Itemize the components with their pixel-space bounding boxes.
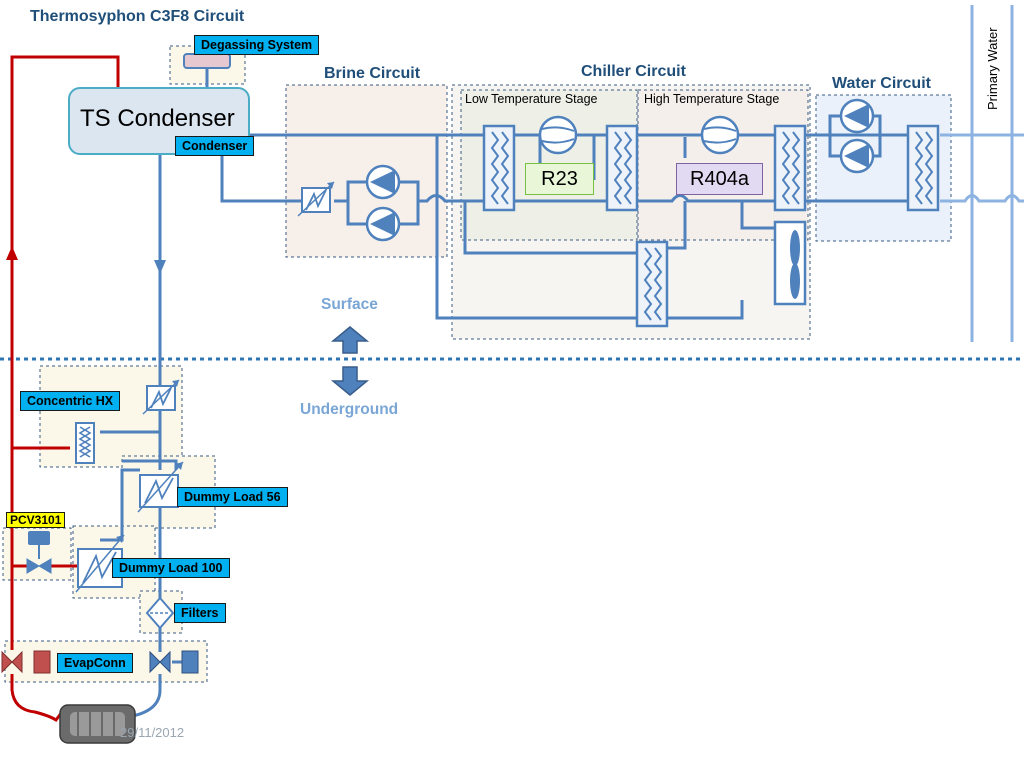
compressor-high-icon bbox=[700, 115, 740, 155]
concentric-hx-tag: Concentric HX bbox=[20, 391, 121, 411]
concentric-hx-icon bbox=[75, 422, 95, 464]
condenser-tag: Condenser bbox=[175, 136, 255, 156]
filter-icon bbox=[145, 596, 175, 630]
surface-label: Surface bbox=[321, 296, 378, 313]
r23-refrigerant-box: R23 bbox=[525, 163, 594, 195]
evapconn-red-valve-icon bbox=[1, 650, 51, 674]
low-stage-hx-right bbox=[605, 124, 639, 212]
dummy-load-100-tag: Dummy Load 100 bbox=[112, 558, 230, 578]
concentric-heater-icon bbox=[142, 379, 180, 415]
high-temperature-stage-label: High Temperature Stage bbox=[644, 92, 780, 106]
filters-tag: Filters bbox=[174, 603, 226, 623]
brine-pump-1-icon bbox=[365, 164, 401, 200]
intermediate-hx bbox=[635, 240, 669, 328]
pcv-valve-icon bbox=[26, 531, 52, 574]
chiller-circuit-label: Chiller Circuit bbox=[581, 63, 686, 80]
water-circuit-label: Water Circuit bbox=[832, 75, 931, 92]
degassing-system-tag: Degassing System bbox=[194, 35, 320, 55]
primary-water-lines bbox=[940, 5, 1024, 342]
brine-circuit-label: Brine Circuit bbox=[324, 65, 421, 82]
low-stage-hx-left bbox=[482, 124, 516, 212]
footer-date: 29/11/2012 bbox=[120, 725, 185, 740]
ts-condenser-label: TS Condenser bbox=[80, 105, 235, 132]
diagram-title: Thermosyphon C3F8 Circuit bbox=[30, 8, 245, 25]
water-pump-2-icon bbox=[839, 138, 875, 174]
degassing-unit bbox=[183, 53, 231, 69]
primary-water-label: Primary Water bbox=[985, 27, 1000, 110]
fan-icon bbox=[773, 220, 807, 306]
underground-arrow-down-icon bbox=[330, 366, 370, 396]
dummy-load-56-tag: Dummy Load 56 bbox=[177, 487, 288, 507]
water-hx bbox=[906, 124, 940, 212]
concentric-box bbox=[39, 365, 183, 468]
brine-heater-icon bbox=[297, 181, 335, 217]
compressor-low-icon bbox=[538, 115, 578, 155]
evapconn-tag: EvapConn bbox=[57, 653, 133, 673]
blue-piping bbox=[100, 68, 910, 720]
flow-arrow-down bbox=[154, 260, 166, 274]
brine-box bbox=[285, 84, 448, 258]
underground-label: Underground bbox=[300, 401, 399, 418]
low-temperature-stage-label: Low Temperature Stage bbox=[465, 92, 598, 106]
brine-pump-2-icon bbox=[365, 206, 401, 242]
surface-arrow-up-icon bbox=[330, 326, 370, 354]
pcv3101-tag: PCV3101 bbox=[6, 512, 66, 528]
evapconn-blue-valve-icon bbox=[149, 650, 199, 674]
high-stage-hx bbox=[773, 124, 807, 212]
detector-image bbox=[59, 704, 136, 744]
r404a-refrigerant-box: R404a bbox=[676, 163, 763, 195]
flow-arrow-up bbox=[6, 246, 18, 260]
red-piping bbox=[10, 55, 120, 723]
water-pump-1-icon bbox=[839, 98, 875, 134]
